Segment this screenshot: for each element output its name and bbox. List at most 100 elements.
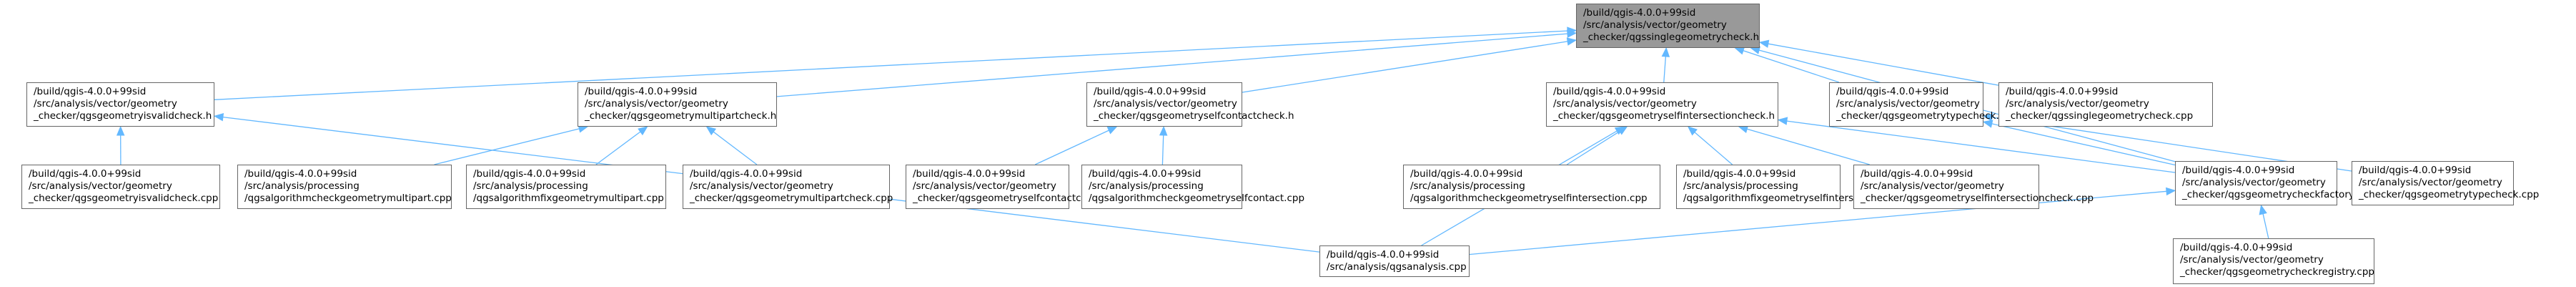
node-line: /src/analysis/qgsanalysis.cpp (1327, 261, 1467, 273)
node-line: _checker/qgsgeometrymultipartcheck.cpp (690, 193, 893, 204)
node-line: _checker/qgsgeometrycheckregistry.cpp (2180, 266, 2374, 278)
node-line: /src/analysis/vector/geometry (2359, 177, 2502, 188)
node-line: /build/qgis-4.0.0+99sid (2006, 86, 2119, 97)
node-line: /build/qgis-4.0.0+99sid (1410, 168, 1523, 180)
node-line: /src/analysis/vector/geometry (34, 98, 177, 110)
arrowhead-icon (1567, 29, 1577, 38)
arrowhead-icon (1567, 26, 1577, 35)
node-line: _checker/qgsgeometrytypecheck.h (1836, 110, 2006, 122)
node-line: /src/analysis/vector/geometry (913, 180, 1056, 192)
node-line: /src/analysis/processing (473, 180, 588, 192)
node-qgsgeometrycheckregistry-cpp[interactable]: /build/qgis-4.0.0+99sid /src/analysis/ve… (2173, 238, 2374, 284)
arrowhead-icon (1661, 47, 1670, 57)
node-line: _checker/qgssinglegeometrycheck.cpp (2006, 110, 2194, 122)
node-line: /qgsalgorithmfixgeometryselfintersection… (1683, 193, 1904, 204)
node-qgsgeometrytypecheck-cpp[interactable]: /build/qgis-4.0.0+99sid /src/analysis/ve… (2352, 161, 2540, 205)
node-qgsgeometryselfcontactcheck-cpp[interactable]: /build/qgis-4.0.0+99sid /src/analysis/ve… (906, 165, 1125, 209)
node-line: /build/qgis-4.0.0+99sid (585, 86, 698, 97)
node-line: /build/qgis-4.0.0+99sid (473, 168, 586, 180)
edge-typeh-to-root (1743, 50, 1840, 83)
node-line: /qgsalgorithmfixgeometrymultipart.cpp (473, 193, 664, 204)
edge-sintcpp-to-sinth (1747, 128, 1870, 165)
node-line: /src/analysis/vector/geometry (585, 98, 728, 110)
arrowhead-icon (1758, 39, 1770, 48)
arrowhead-icon (1687, 126, 1698, 136)
node-qgsalgorithmcheckgeometryselfcontact-cpp[interactable]: /build/qgis-4.0.0+99sid /src/analysis/pr… (1081, 165, 1305, 209)
node-line: /src/analysis/processing (1683, 180, 1798, 192)
node-qgsgeometryselfintersectioncheck-h[interactable]: /build/qgis-4.0.0+99sid /src/analysis/ve… (1546, 82, 1778, 127)
arrowhead-icon (2259, 204, 2267, 215)
node-line: /build/qgis-4.0.0+99sid (34, 86, 147, 97)
node-line: /build/qgis-4.0.0+99sid (2182, 165, 2295, 176)
edge-algfmp-to-multih (595, 131, 641, 165)
arrowhead-icon (116, 125, 125, 136)
node-qgsanalysis-cpp[interactable]: /build/qgis-4.0.0+99sid /src/analysis/qg… (1319, 245, 1470, 277)
node-line: _checker/qgsgeometryselfcontactcheck.cpp (913, 193, 1125, 204)
edge-sconth-to-root (1242, 41, 1568, 93)
node-qgsgeometrycheckfactory-h[interactable]: /build/qgis-4.0.0+99sid /src/analysis/ve… (2175, 161, 2362, 205)
node-line: /src/analysis/vector/geometry (2180, 254, 2324, 266)
node-qgsgeometrymultipartcheck-h[interactable]: /build/qgis-4.0.0+99sid /src/analysis/ve… (578, 82, 777, 127)
edge-scontcpp-to-sconth (1034, 130, 1109, 165)
node-qgsalgorithmcheckgeometrymultipart-cpp[interactable]: /build/qgis-4.0.0+99sid /src/analysis/pr… (237, 165, 452, 209)
node-line: /src/analysis/processing (1089, 180, 1204, 192)
node-line: /src/analysis/vector/geometry (1583, 19, 1727, 31)
arrowhead-icon (1734, 47, 1745, 55)
node-line: /src/analysis/vector/geometry (1553, 98, 1697, 110)
node-line: _checker/qgssinglegeometrycheck.h (1583, 31, 1760, 43)
node-qgsgeometrytypecheck-h[interactable]: /build/qgis-4.0.0+99sid /src/analysis/ve… (1829, 82, 2006, 127)
node-line: /src/analysis/vector/geometry (1836, 98, 1980, 110)
node-line: _checker/qgsgeometryisvalidcheck.cpp (29, 193, 219, 204)
node-qgssinglegeometrycheck-h[interactable]: /build/qgis-4.0.0+99sid /src/analysis/ve… (1576, 4, 1760, 48)
node-line: _checker/qgsgeometrytypecheck.cpp (2359, 189, 2540, 200)
node-line: /build/qgis-4.0.0+99sid (1094, 86, 1207, 97)
node-line: /build/qgis-4.0.0+99sid (2180, 242, 2293, 253)
edge-algcmp-to-multih (434, 128, 580, 165)
arrowhead-icon (638, 126, 648, 136)
node-qgsalgorithmfixgeometryselfintersection-cpp[interactable]: /build/qgis-4.0.0+99sid /src/analysis/pr… (1676, 165, 1904, 209)
arrowhead-icon (213, 113, 224, 122)
node-qgsgeometryselfcontactcheck-h[interactable]: /build/qgis-4.0.0+99sid /src/analysis/ve… (1086, 82, 1294, 127)
edge-isvalh-to-root (214, 30, 1568, 100)
node-line: /src/analysis/vector/geometry (2182, 177, 2326, 188)
node-line: /src/analysis/processing (244, 180, 360, 192)
node-qgsgeometrymultipartcheck-cpp[interactable]: /build/qgis-4.0.0+99sid /src/analysis/ve… (683, 165, 893, 209)
node-line: _checker/qgsgeometrycheckfactory.h (2182, 189, 2362, 200)
node-line: _checker/qgsgeometryisvalidcheck.h (34, 110, 212, 122)
edge-facth-to-typeh (1991, 123, 2176, 166)
node-line: /build/qgis-4.0.0+99sid (2359, 165, 2472, 176)
node-line: /build/qgis-4.0.0+99sid (1327, 249, 1440, 261)
node-line: _checker/qgsgeometrymultipartcheck.h (585, 110, 777, 122)
node-qgssinglegeometrycheck-cpp[interactable]: /build/qgis-4.0.0+99sid /src/analysis/ve… (1998, 82, 2213, 127)
node-line: /src/analysis/vector/geometry (1094, 98, 1237, 110)
node-qgsgeometryisvalidcheck-cpp[interactable]: /build/qgis-4.0.0+99sid /src/analysis/ve… (21, 165, 220, 209)
edge-algcsi-to-sinth (1566, 130, 1620, 165)
node-line: /src/analysis/vector/geometry (2006, 98, 2149, 110)
node-line: /src/analysis/processing (1410, 180, 1525, 192)
node-line: /build/qgis-4.0.0+99sid (913, 168, 1026, 180)
node-line: /qgsalgorithmcheckgeometryselfcontact.cp… (1089, 193, 1305, 204)
node-qgsgeometryisvalidcheck-h[interactable]: /build/qgis-4.0.0+99sid /src/analysis/ve… (26, 82, 214, 127)
node-line: /qgsalgorithmcheckgeometrymultipart.cpp (244, 193, 452, 204)
edge-multicpp-to-multih (713, 131, 758, 165)
node-line: /build/qgis-4.0.0+99sid (1089, 168, 1202, 180)
node-line: /build/qgis-4.0.0+99sid (1861, 168, 1973, 180)
node-line: /build/qgis-4.0.0+99sid (1836, 86, 1949, 97)
edge-singcpp-to-root (1768, 43, 1999, 86)
node-line: /build/qgis-4.0.0+99sid (244, 168, 357, 180)
node-line: /src/analysis/vector/geometry (1861, 180, 2004, 192)
node-qgsalgorithmfixgeometrymultipart-cpp[interactable]: /build/qgis-4.0.0+99sid /src/analysis/pr… (466, 165, 666, 209)
arrowhead-icon (1617, 126, 1628, 135)
node-line: /build/qgis-4.0.0+99sid (1583, 7, 1696, 19)
edge-sinth-to-root (1663, 56, 1667, 83)
edge-algcsc-to-sconth (1161, 135, 1164, 165)
node-qgsgeometryselfintersectioncheck-cpp[interactable]: /build/qgis-4.0.0+99sid /src/analysis/ve… (1853, 165, 2094, 209)
node-line: _checker/qgsgeometryselfcontactcheck.h (1094, 110, 1294, 122)
node-qgsalgorithmcheckgeometryselfintersection-cpp[interactable]: /build/qgis-4.0.0+99sid /src/analysis/pr… (1403, 165, 1660, 209)
node-line: /qgsalgorithmcheckgeometryselfintersecti… (1410, 193, 1648, 204)
node-line: /src/analysis/vector/geometry (29, 180, 172, 192)
edge-registry-to-facth (2262, 213, 2269, 239)
node-line: /build/qgis-4.0.0+99sid (1553, 86, 1666, 97)
node-line: _checker/qgsgeometryselfintersectionchec… (1861, 193, 2094, 204)
